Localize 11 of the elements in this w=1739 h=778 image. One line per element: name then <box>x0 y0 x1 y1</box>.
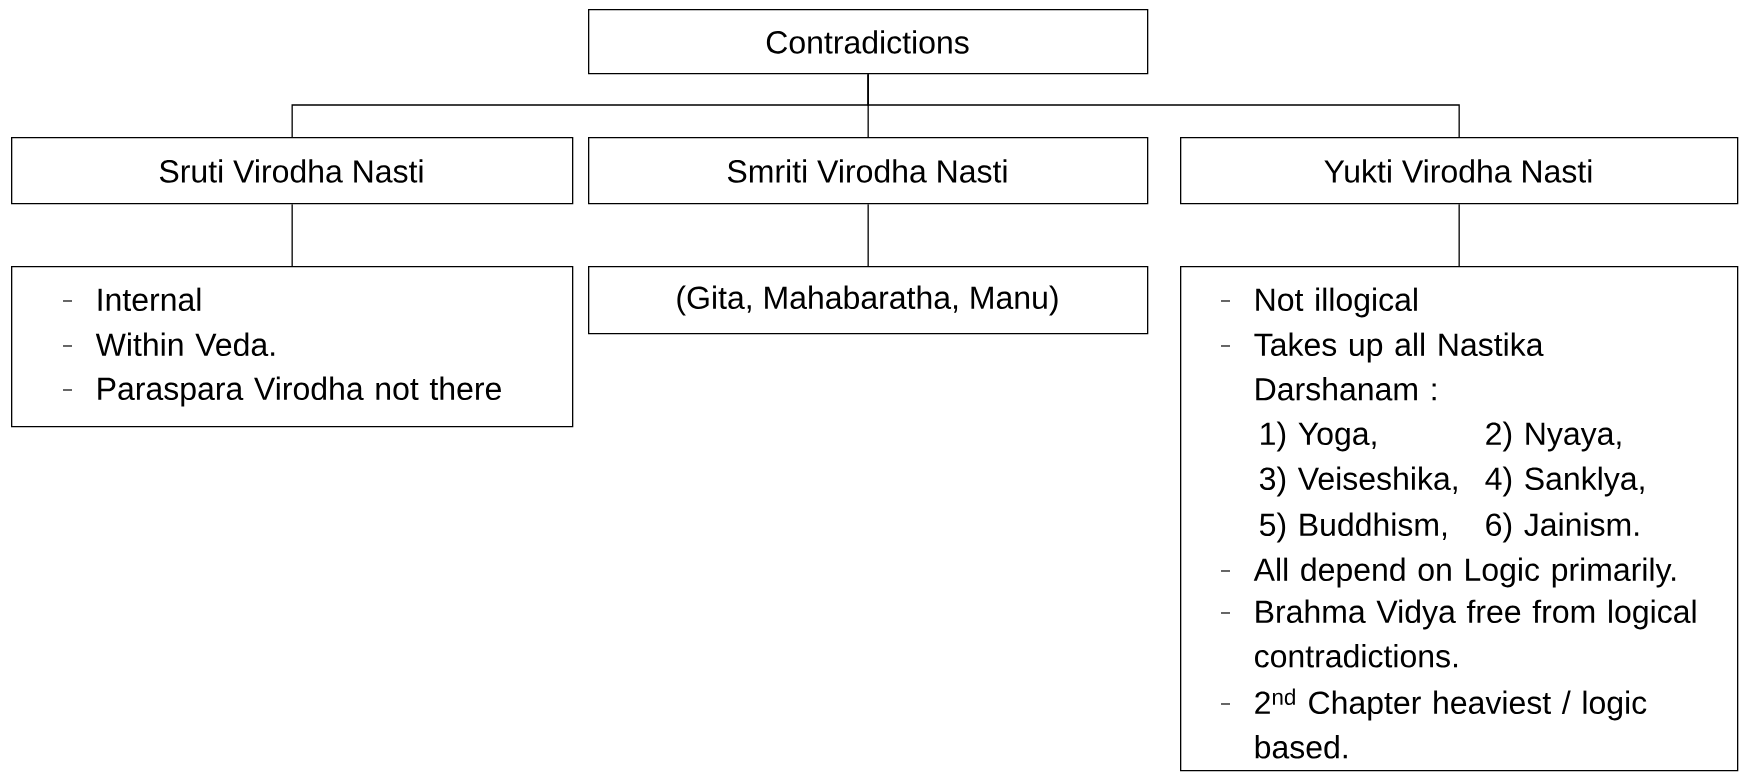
heading-box: Contradictions <box>588 9 1149 75</box>
list-box: Internal Within Veda. Paraspara Virodha not there <box>11 266 574 428</box>
category-box: Smriti Virodha Nasti <box>588 137 1149 205</box>
connector-line <box>1458 203 1460 267</box>
category-box: Yukti Virodha Nasti <box>1180 137 1739 205</box>
connector-line <box>291 203 293 267</box>
category-box: Sruti Virodha Nasti <box>11 137 574 205</box>
connector-line <box>867 73 1460 138</box>
note-box: (Gita, Mahabaratha, Manu) <box>588 266 1149 335</box>
list-box: Not illogical Takes up all Nastika Darshanam : 1) Yoga, 2) Nyaya, 3) Veiseshika, 4) Sanklya, 5) Buddhism, 6) Jainism. All depend on Logic primarily. Brahma Vidya free from logical contradictions. 2$^{nd}$ Chapter heaviest / logic based. <box>1180 266 1739 772</box>
connector-line <box>867 203 869 267</box>
